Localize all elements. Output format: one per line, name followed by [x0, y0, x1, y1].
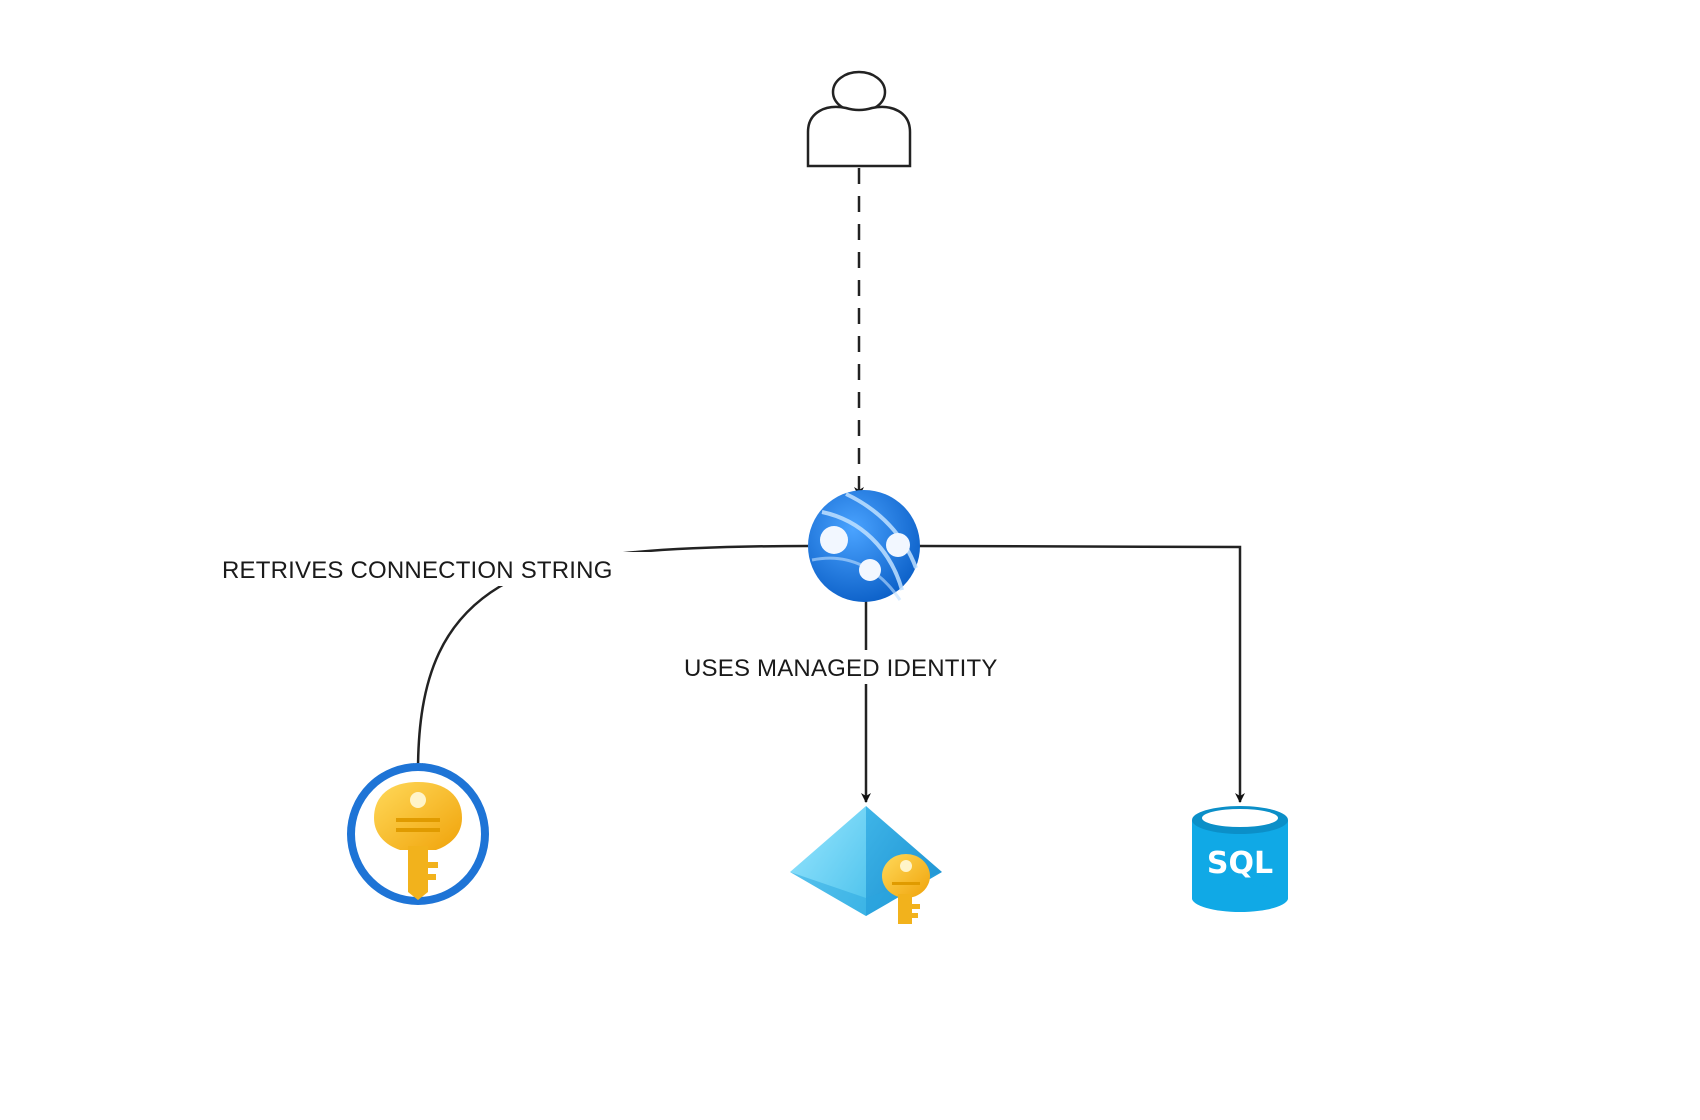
edge-app-to-sql: [917, 544, 1245, 803]
sql-label: SQL: [1207, 846, 1273, 881]
managed-identity-icon: [790, 806, 942, 924]
app-service-globe-icon: [808, 490, 920, 602]
edge-label-background: [218, 552, 686, 586]
key-vault-icon: [347, 763, 489, 905]
user-icon: [806, 70, 912, 168]
edge-label-background: [680, 650, 1054, 684]
sql-database-icon: SQL: [1192, 806, 1288, 912]
edge-label-key-vault: RETRIVES CONNECTION STRING: [222, 557, 613, 584]
edge-label-managed-identity: USES MANAGED IDENTITY: [684, 655, 998, 682]
